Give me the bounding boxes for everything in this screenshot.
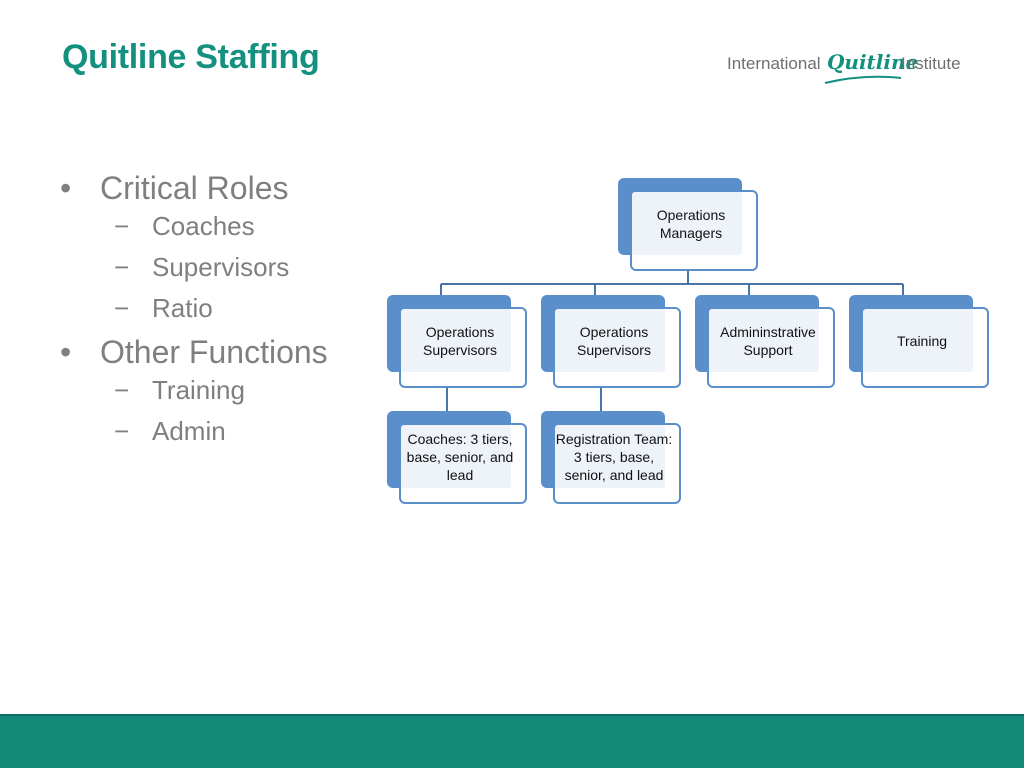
org-node-tint <box>401 309 511 372</box>
sub-bullet-text: Admin <box>152 416 226 446</box>
sub-bullet-ratio: − Ratio <box>100 293 328 324</box>
dash-mark: − <box>114 211 130 241</box>
org-node-tint <box>709 309 819 372</box>
bullet-mark: • <box>60 170 72 206</box>
bullet-critical-roles: • Critical Roles − Coaches − Supervisors… <box>60 170 328 324</box>
sub-bullet-text: Supervisors <box>152 252 290 282</box>
org-node-tint <box>632 192 742 255</box>
slide-title: Quitline Staffing <box>62 38 320 76</box>
org-node-label: Training <box>896 332 948 349</box>
footer-divider <box>0 714 1024 716</box>
sub-bullet-coaches: − Coaches <box>100 211 328 242</box>
bullet-list: • Critical Roles − Coaches − Supervisors… <box>60 170 328 457</box>
logo-swoosh-icon <box>824 75 902 84</box>
dash-mark: − <box>114 416 130 446</box>
sub-bullet-training: − Training <box>100 375 328 406</box>
org-node-tint <box>401 425 511 488</box>
org-node-label: Operations Supervisors <box>423 323 497 358</box>
dash-mark: − <box>114 293 130 323</box>
bullet-other-functions: • Other Functions − Training − Admin <box>60 334 328 447</box>
sub-bullet-list: − Training − Admin <box>100 375 328 447</box>
org-node-label: Coaches: 3 tiers, base, senior, and lead <box>406 430 514 483</box>
bullet-text: Other Functions <box>100 334 328 370</box>
sub-bullet-text: Ratio <box>152 293 213 323</box>
org-node-tint <box>555 309 665 372</box>
org-node-tint <box>555 425 665 488</box>
sub-bullet-text: Training <box>152 375 245 405</box>
bullet-text: Critical Roles <box>100 170 289 206</box>
sub-bullet-supervisors: − Supervisors <box>100 252 328 283</box>
logo-text-international: International <box>727 54 821 73</box>
sub-bullet-admin: − Admin <box>100 416 328 447</box>
institute-logo: International Quitline Institute <box>727 50 967 86</box>
logo-text-institute: Institute <box>901 54 961 73</box>
org-node-label: Operations Managers <box>656 206 726 241</box>
logo-text-quitline: Quitline <box>827 50 919 74</box>
dash-mark: − <box>114 375 130 405</box>
org-node-tint <box>863 309 973 372</box>
org-node-label: Operations Supervisors <box>577 323 651 358</box>
sub-bullet-list: − Coaches − Supervisors − Ratio <box>100 211 328 324</box>
sub-bullet-text: Coaches <box>152 211 255 241</box>
bullet-mark: • <box>60 334 72 370</box>
org-node-label: Admininstrative Support <box>720 323 816 358</box>
footer-bar <box>0 716 1024 768</box>
org-node-label: Registration Team: 3 tiers, base, senior… <box>555 430 673 483</box>
dash-mark: − <box>114 252 130 282</box>
